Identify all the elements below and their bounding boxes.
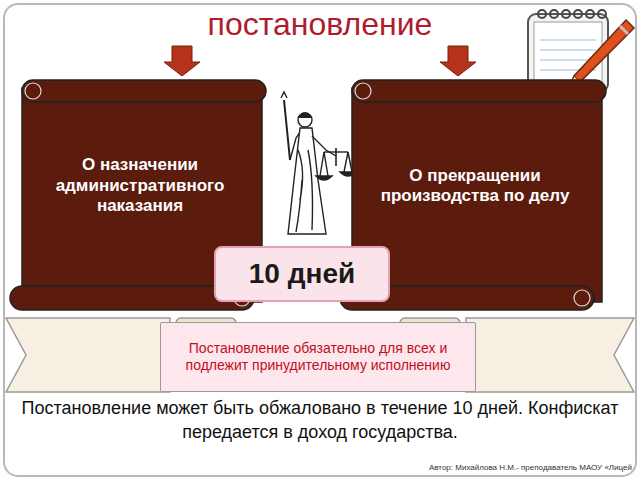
down-arrow bbox=[440, 46, 476, 76]
banner-box: Постановление обязательно для всех и под… bbox=[160, 322, 476, 392]
author-note: Автор: Михайлова Н.М.- преподаватель МАО… bbox=[429, 463, 632, 472]
caption-text: Постановление может быть обжаловано в те… bbox=[12, 396, 628, 444]
themis-figure bbox=[281, 92, 356, 234]
node-text: 10 дней bbox=[249, 257, 355, 291]
node-text: О назначении административного наказания bbox=[38, 155, 242, 216]
node-text: О прекращении производства по делу bbox=[368, 166, 582, 207]
slide-title: постановление bbox=[120, 6, 520, 42]
node-text: Постановление обязательно для всех и под… bbox=[171, 340, 465, 374]
term-box: 10 дней bbox=[214, 246, 390, 302]
slide-frame bbox=[4, 4, 636, 476]
down-arrow bbox=[164, 46, 200, 76]
ribbon-banner bbox=[6, 318, 634, 392]
